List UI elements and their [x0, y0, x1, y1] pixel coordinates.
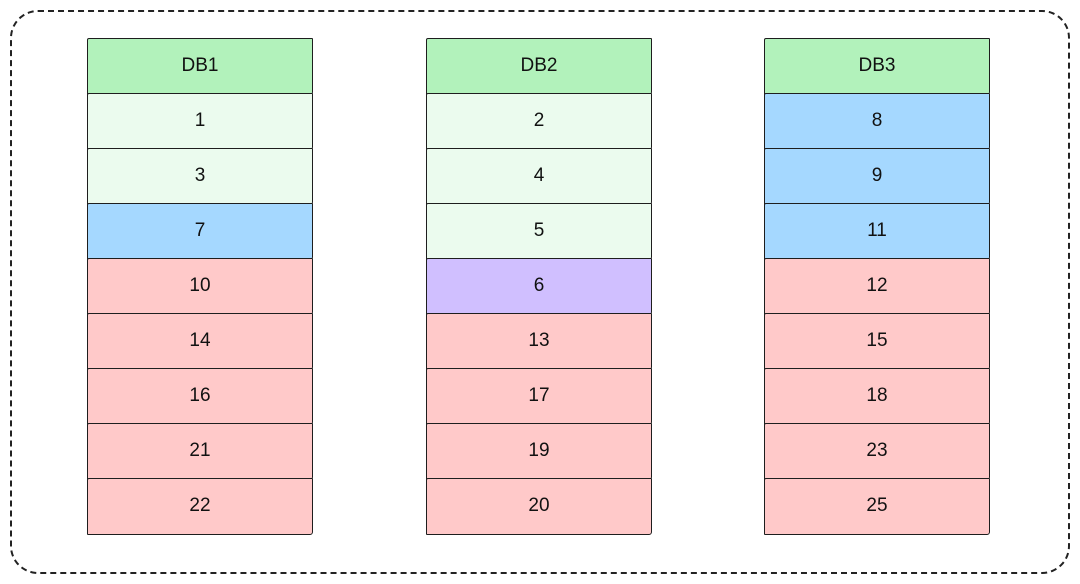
- shard-cell: 2: [426, 93, 652, 150]
- shard-cell: 14: [87, 313, 313, 370]
- shard-cell: 10: [87, 258, 313, 315]
- shard-cell: 20: [426, 478, 652, 535]
- db-header: DB3: [764, 38, 990, 95]
- shard-cell: 7: [87, 203, 313, 260]
- shard-cell: 12: [764, 258, 990, 315]
- shard-cell: 11: [764, 203, 990, 260]
- shard-cell: 15: [764, 313, 990, 370]
- db-column-db1: DB1 1 3 7 10 14 16 21 22: [87, 38, 313, 535]
- shard-cell: 21: [87, 423, 313, 480]
- dashed-group-frame: [10, 10, 1070, 574]
- shard-cell: 13: [426, 313, 652, 370]
- shard-cell: 19: [426, 423, 652, 480]
- db-header: DB1: [87, 38, 313, 95]
- shard-cell: 1: [87, 93, 313, 150]
- shard-cell: 8: [764, 93, 990, 150]
- db-column-db2: DB2 2 4 5 6 13 17 19 20: [426, 38, 652, 535]
- shard-cell: 17: [426, 368, 652, 425]
- db-header: DB2: [426, 38, 652, 95]
- shard-cell: 6: [426, 258, 652, 315]
- shard-cell: 23: [764, 423, 990, 480]
- shard-cell: 3: [87, 148, 313, 205]
- shard-cell: 22: [87, 478, 313, 535]
- shard-cell: 5: [426, 203, 652, 260]
- shard-cell: 18: [764, 368, 990, 425]
- db-column-db3: DB3 8 9 11 12 15 18 23 25: [764, 38, 990, 535]
- shard-cell: 4: [426, 148, 652, 205]
- shard-cell: 9: [764, 148, 990, 205]
- shard-cell: 16: [87, 368, 313, 425]
- shard-cell: 25: [764, 478, 990, 535]
